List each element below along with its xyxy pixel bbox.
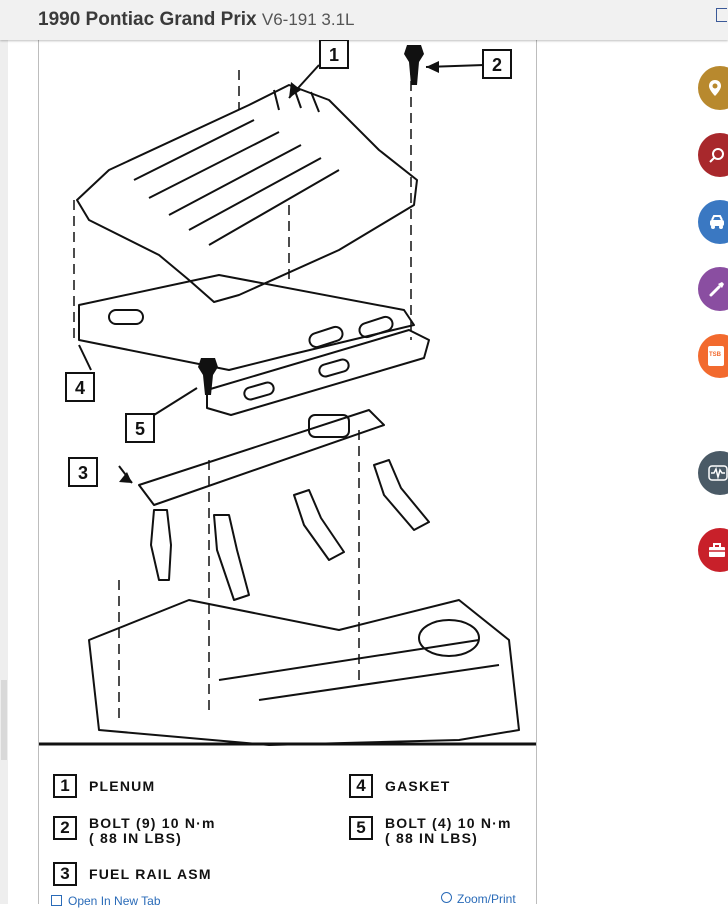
legend-text-5: BOLT (4) 10 N·m ( 88 IN LBS)	[385, 816, 512, 846]
legend-number-5: 5	[349, 816, 373, 840]
vehicle-button[interactable]	[698, 200, 728, 244]
left-scroll-gutter[interactable]	[0, 40, 8, 904]
location-pin-icon	[709, 80, 721, 96]
legend-label-plenum: PLENUM	[89, 778, 156, 794]
legend-label-bolt-9-torque: ( 88 IN LBS)	[89, 830, 182, 846]
callout-label-1: 1	[329, 45, 339, 65]
callout-box-2	[482, 49, 512, 79]
specs-button[interactable]	[698, 133, 728, 177]
toolbox-icon	[709, 543, 725, 557]
callout-box-5	[125, 413, 155, 443]
legend-number-4: 4	[349, 774, 373, 798]
callout-box-1	[319, 40, 349, 69]
open-in-new-tab-link[interactable]: Open In New Tab	[51, 894, 161, 908]
injector-mid-left	[213, 514, 250, 601]
legend-item-1: 1 PLENUM	[53, 774, 155, 798]
external-link-icon[interactable]	[716, 8, 727, 22]
legend-item-2: 2 BOLT (9) 10 N·m ( 88 IN LBS)	[53, 816, 216, 846]
legend-text-3: FUEL RAIL ASM	[89, 867, 212, 882]
location-button[interactable]	[698, 66, 728, 110]
injector-mid-right	[293, 489, 345, 561]
tools-icon	[709, 282, 724, 297]
exploded-diagram: 1 2 3 4 5	[39, 40, 536, 746]
zoom-print-label: Zoom/Print	[457, 892, 516, 906]
injector-left	[150, 509, 172, 581]
lower-manifold-drawing	[88, 599, 520, 746]
plenum-flange-drawing	[78, 274, 415, 371]
callout-label-3: 3	[78, 463, 88, 483]
toolbox-button[interactable]	[698, 528, 728, 572]
tsb-button[interactable]: TSB	[698, 334, 728, 378]
callout-box-4	[65, 372, 95, 402]
tsb-document-icon: TSB	[708, 346, 724, 366]
legend-label-gasket: GASKET	[385, 778, 451, 794]
injector-right	[373, 459, 430, 531]
bolt-2-drawing	[404, 45, 424, 85]
legend-item-4: 4 GASKET	[349, 774, 451, 798]
callout-label-5: 5	[135, 419, 145, 439]
gasket-drawing	[206, 329, 430, 416]
legend-number-2: 2	[53, 816, 77, 840]
side-action-rail: TSB	[694, 0, 728, 904]
page-title: 1990 Pontiac Grand Prix V6-191 3.1L	[38, 9, 355, 31]
tools-button[interactable]	[698, 267, 728, 311]
callout-box-3	[68, 457, 98, 487]
legend-number-1: 1	[53, 774, 77, 798]
open-in-new-tab-label: Open In New Tab	[68, 894, 161, 908]
legend-label-bolt-4: BOLT (4) 10 N·m	[385, 815, 512, 831]
new-tab-icon	[51, 895, 62, 906]
legend-label-bolt-4-torque: ( 88 IN LBS)	[385, 830, 478, 846]
zoom-print-link[interactable]: Zoom/Print	[441, 892, 516, 906]
legend-label-bolt-9: BOLT (9) 10 N·m	[89, 815, 216, 831]
vehicle-icon	[710, 215, 724, 229]
callout-label-2: 2	[492, 55, 502, 75]
waveform-button[interactable]	[698, 451, 728, 495]
component-diagram-panel: 1 2 3 4 5 1 PLENUM 2 BOLT (9) 10 N·m ( 8…	[38, 40, 537, 908]
legend-label-fuel-rail: FUEL RAIL ASM	[89, 866, 212, 882]
waveform-icon	[708, 465, 728, 481]
vehicle-title: 1990 Pontiac Grand Prix	[38, 9, 257, 30]
magnifier-icon	[441, 892, 452, 903]
legend-item-3: 3 FUEL RAIL ASM	[53, 862, 212, 886]
header-bar: 1990 Pontiac Grand Prix V6-191 3.1L	[0, 0, 728, 40]
wrench-cog-icon	[709, 148, 724, 163]
bolt-5-drawing	[198, 358, 218, 395]
legend-number-3: 3	[53, 862, 77, 886]
callout-label-4: 4	[75, 378, 85, 398]
scrollbar-thumb[interactable]	[1, 680, 7, 760]
plenum-drawing	[76, 84, 418, 303]
legend-text-4: GASKET	[385, 779, 451, 794]
legend-text-2: BOLT (9) 10 N·m ( 88 IN LBS)	[89, 816, 216, 846]
legend-item-5: 5 BOLT (4) 10 N·m ( 88 IN LBS)	[349, 816, 512, 846]
tsb-icon-label: TSB	[709, 352, 721, 358]
fuel-rail-drawing	[138, 409, 385, 506]
engine-subtitle: V6-191 3.1L	[261, 10, 355, 29]
legend-text-1: PLENUM	[89, 779, 155, 794]
